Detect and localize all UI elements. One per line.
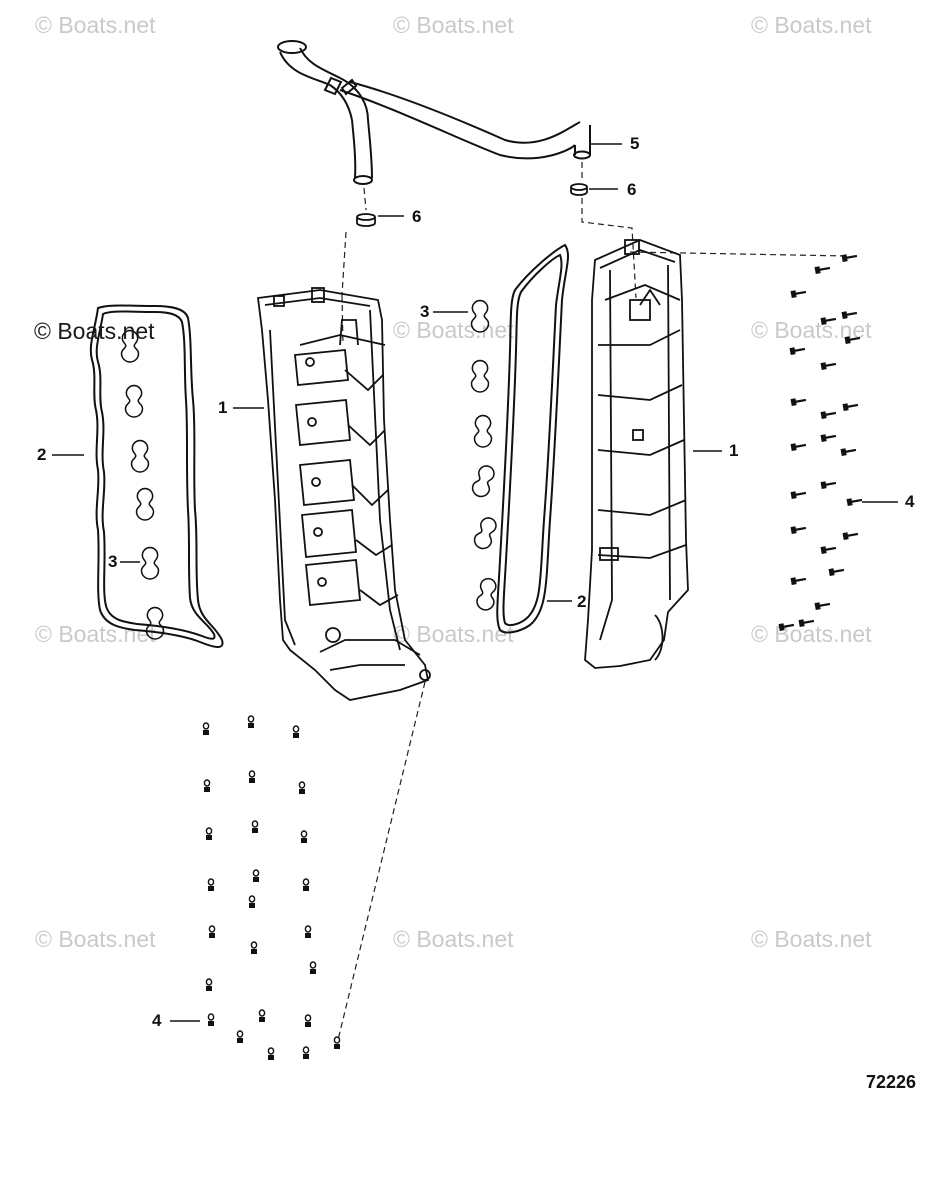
callout-2-mid: 2 bbox=[577, 592, 587, 611]
watermark: © Boats.net bbox=[35, 621, 156, 647]
watermark: © Boats.net bbox=[393, 317, 514, 343]
bolts-right bbox=[777, 251, 864, 633]
callout-4-bottom: 4 bbox=[152, 1011, 162, 1030]
callout-1-left: 1 bbox=[218, 398, 228, 417]
watermark: © Boats.net bbox=[393, 926, 514, 952]
diagram-reference-number: 72226 bbox=[866, 1072, 917, 1092]
valve-cover-gasket-left bbox=[89, 304, 224, 648]
callout-6-right: 6 bbox=[627, 180, 637, 199]
callout-5: 5 bbox=[630, 134, 640, 153]
callout-leaders bbox=[52, 143, 898, 1022]
watermark: © Boats.net bbox=[393, 12, 514, 38]
watermark: © Boats.net bbox=[393, 621, 514, 647]
watermark: © Boats.net bbox=[751, 926, 872, 952]
watermark-prominent: © Boats.net bbox=[34, 318, 155, 344]
callout-2-left: 2 bbox=[37, 445, 47, 464]
callout-1-right: 1 bbox=[729, 441, 739, 460]
callout-6-left: 6 bbox=[412, 207, 422, 226]
valve-cover-right bbox=[584, 239, 689, 669]
callout-3-left: 3 bbox=[108, 552, 118, 571]
bolts-bottom bbox=[202, 715, 341, 1061]
watermark: © Boats.net bbox=[35, 12, 156, 38]
valve-cover-gasket-mid bbox=[496, 243, 569, 634]
callout-3-mid: 3 bbox=[420, 302, 430, 321]
spark-plug-tube-seals-mid bbox=[469, 299, 500, 612]
watermark: © Boats.net bbox=[751, 621, 872, 647]
callout-4-right: 4 bbox=[905, 492, 915, 511]
valve-cover-left bbox=[256, 287, 431, 701]
watermark: © Boats.net bbox=[751, 12, 872, 38]
spark-plug-tube-seals-left bbox=[120, 329, 165, 640]
watermark: © Boats.net bbox=[35, 926, 156, 952]
pcv-hose bbox=[277, 40, 591, 185]
hose-clamp bbox=[356, 183, 588, 227]
